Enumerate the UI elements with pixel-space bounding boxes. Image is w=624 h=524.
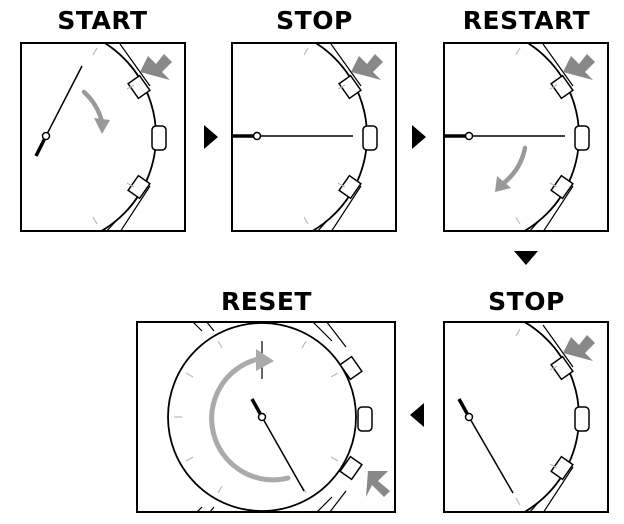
dial-ticks xyxy=(515,47,558,225)
step-title-stop-1: STOP xyxy=(276,6,353,35)
pusher-bottom xyxy=(127,174,151,200)
rotation-arrow-icon xyxy=(81,89,110,134)
push-arrow-icon xyxy=(563,335,595,361)
push-arrow-icon xyxy=(140,54,172,80)
flow-arrow-left-icon xyxy=(410,403,424,427)
rotation-arrow-icon xyxy=(209,349,291,483)
pusher-bottom xyxy=(550,174,574,200)
pusher-bottom xyxy=(550,455,574,481)
hand-pivot xyxy=(257,412,267,422)
dial-ticks xyxy=(303,47,346,225)
watch-illustration-stop-1 xyxy=(233,44,383,230)
pusher-bottom xyxy=(339,455,363,481)
crown xyxy=(362,125,378,151)
pusher-top xyxy=(338,74,362,100)
crown xyxy=(357,406,373,432)
panel-stop-2 xyxy=(443,321,609,513)
flow-arrow-right-icon xyxy=(412,125,426,149)
step-title-stop-2: STOP xyxy=(488,287,565,316)
panel-reset xyxy=(136,321,396,513)
watch-illustration-restart xyxy=(445,44,595,230)
panel-start xyxy=(20,42,186,232)
watch-illustration-reset xyxy=(167,323,390,511)
push-arrow-icon xyxy=(366,471,390,497)
rotation-arrow-icon xyxy=(495,145,528,192)
pusher-top xyxy=(339,355,363,381)
step-title-reset: RESET xyxy=(221,287,312,316)
crown xyxy=(574,406,590,432)
panel-restart xyxy=(443,42,609,232)
push-arrow-icon xyxy=(351,54,383,80)
pusher-top xyxy=(127,74,151,100)
chrono-hand xyxy=(45,65,83,137)
pusher-top xyxy=(550,355,574,381)
chrono-hand xyxy=(468,416,514,494)
hand-pivot xyxy=(464,412,474,422)
step-title-restart: RESTART xyxy=(462,6,591,35)
dial-ticks xyxy=(92,47,135,225)
push-arrow-icon xyxy=(563,54,595,80)
pusher-bottom xyxy=(338,174,362,200)
flow-arrow-down-icon xyxy=(514,251,538,265)
crown xyxy=(151,125,167,151)
pusher-top xyxy=(550,74,574,100)
dial-ticks xyxy=(515,328,558,506)
step-title-start: START xyxy=(57,6,148,35)
panel-stop-1 xyxy=(231,42,397,232)
hand-pivot xyxy=(41,131,51,141)
crown xyxy=(574,125,590,151)
chrono-hand xyxy=(261,416,305,492)
hand-pivot xyxy=(464,131,474,141)
flow-arrow-right-icon xyxy=(204,125,218,149)
watch-illustration-start xyxy=(22,44,172,230)
watch-illustration-stop-2 xyxy=(445,323,595,511)
hand-pivot xyxy=(252,131,262,141)
